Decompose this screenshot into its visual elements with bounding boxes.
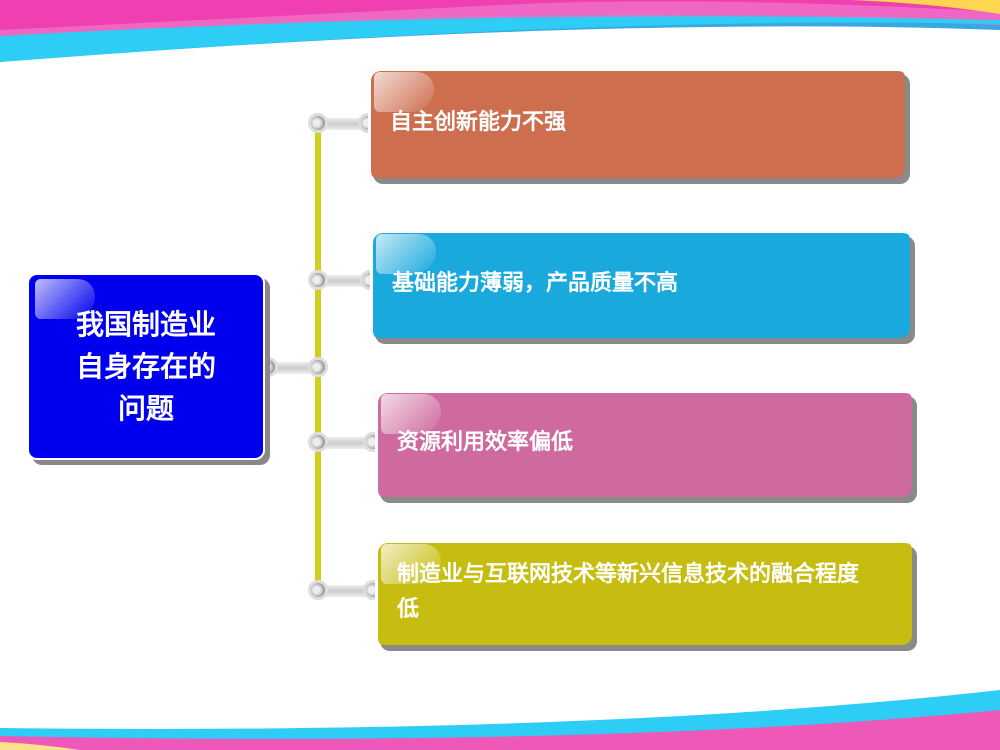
problem-box-3: 资源利用效率偏低	[375, 390, 912, 497]
center-topic-box: 我国制造业 自身存在的 问题	[27, 273, 265, 460]
connector-node	[308, 580, 328, 600]
connector-bar	[318, 437, 373, 449]
problem-box-2: 基础能力薄弱，产品质量不高	[370, 230, 910, 338]
center-topic-label: 我国制造业 自身存在的 问题	[75, 307, 216, 425]
problem-label: 基础能力薄弱，产品质量不高	[392, 270, 679, 296]
connector-bar	[265, 362, 320, 374]
connector-node	[308, 270, 328, 290]
connector-node	[308, 357, 328, 377]
problem-box-1: 自主创新能力不强	[368, 68, 905, 178]
problem-label: 资源利用效率偏低	[397, 430, 574, 456]
connector-node	[308, 432, 328, 452]
problem-label: 自主创新能力不强	[390, 109, 567, 135]
problem-label: 制造业与互联网技术等新兴信息技术的融合程度低	[397, 562, 860, 622]
problem-box-4: 制造业与互联网技术等新兴信息技术的融合程度低	[375, 540, 912, 645]
connector-bar	[318, 275, 370, 287]
connector-bar	[318, 585, 373, 597]
connector-node	[308, 113, 328, 133]
connector-bar	[318, 118, 370, 130]
